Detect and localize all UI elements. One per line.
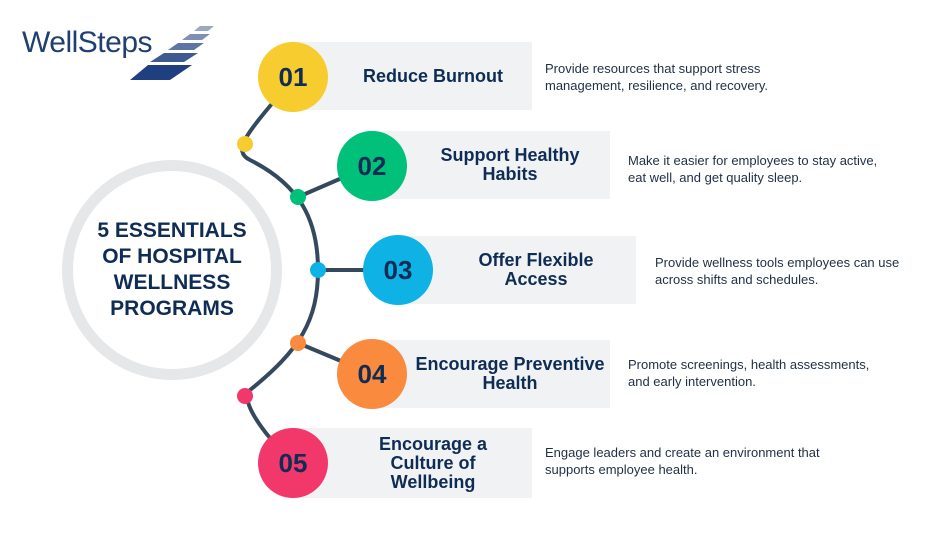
desc-03: Provide wellness tools employees can use… [655, 255, 900, 287]
card-02: Support Healthy Habits [372, 131, 610, 199]
wellsteps-logo: WellSteps [22, 22, 222, 92]
card-01-title: Reduce Burnout [362, 65, 503, 86]
dot-orange [290, 335, 306, 351]
badge-01: 01 [258, 42, 328, 112]
card-01: Reduce Burnout [292, 42, 532, 110]
logo-text: WellSteps [22, 26, 153, 59]
card-05: Encourage a Culture of Wellbeing [292, 428, 532, 498]
card-04: Encourage Preventive Health [372, 340, 610, 408]
desc-02: Make it easier for employees to stay act… [628, 153, 878, 185]
desc-05: Engage leaders and create an environment… [545, 445, 820, 477]
dot-green [290, 189, 306, 205]
card-03: Offer Flexible Access [398, 236, 636, 304]
badge-03: 03 [363, 235, 433, 305]
dot-blue [310, 262, 326, 278]
card-02-title: Support Healthy Habits [440, 145, 580, 184]
card-04-title: Encourage Preventive Health [415, 354, 605, 393]
card-03-title: Offer Flexible Access [478, 250, 594, 289]
hub-circle: 5 ESSENTIALS OF HOSPITAL WELLNESS PROGRA… [62, 160, 282, 380]
dot-pink [237, 388, 253, 404]
desc-04: Promote screenings, health assessments, … [628, 357, 870, 389]
badge-04: 04 [337, 339, 407, 409]
dot-yellow [237, 136, 253, 152]
hub-inner: 5 ESSENTIALS OF HOSPITAL WELLNESS PROGRA… [73, 171, 271, 369]
steps-icon [130, 26, 214, 80]
hub-title: 5 ESSENTIALS OF HOSPITAL WELLNESS PROGRA… [97, 219, 247, 320]
badge-05: 05 [258, 428, 328, 498]
badge-02: 02 [337, 131, 407, 201]
arc-main [240, 78, 321, 464]
card-05-title: Encourage a Culture of Wellbeing [378, 433, 488, 492]
desc-01: Provide resources that support stress ma… [545, 61, 769, 93]
